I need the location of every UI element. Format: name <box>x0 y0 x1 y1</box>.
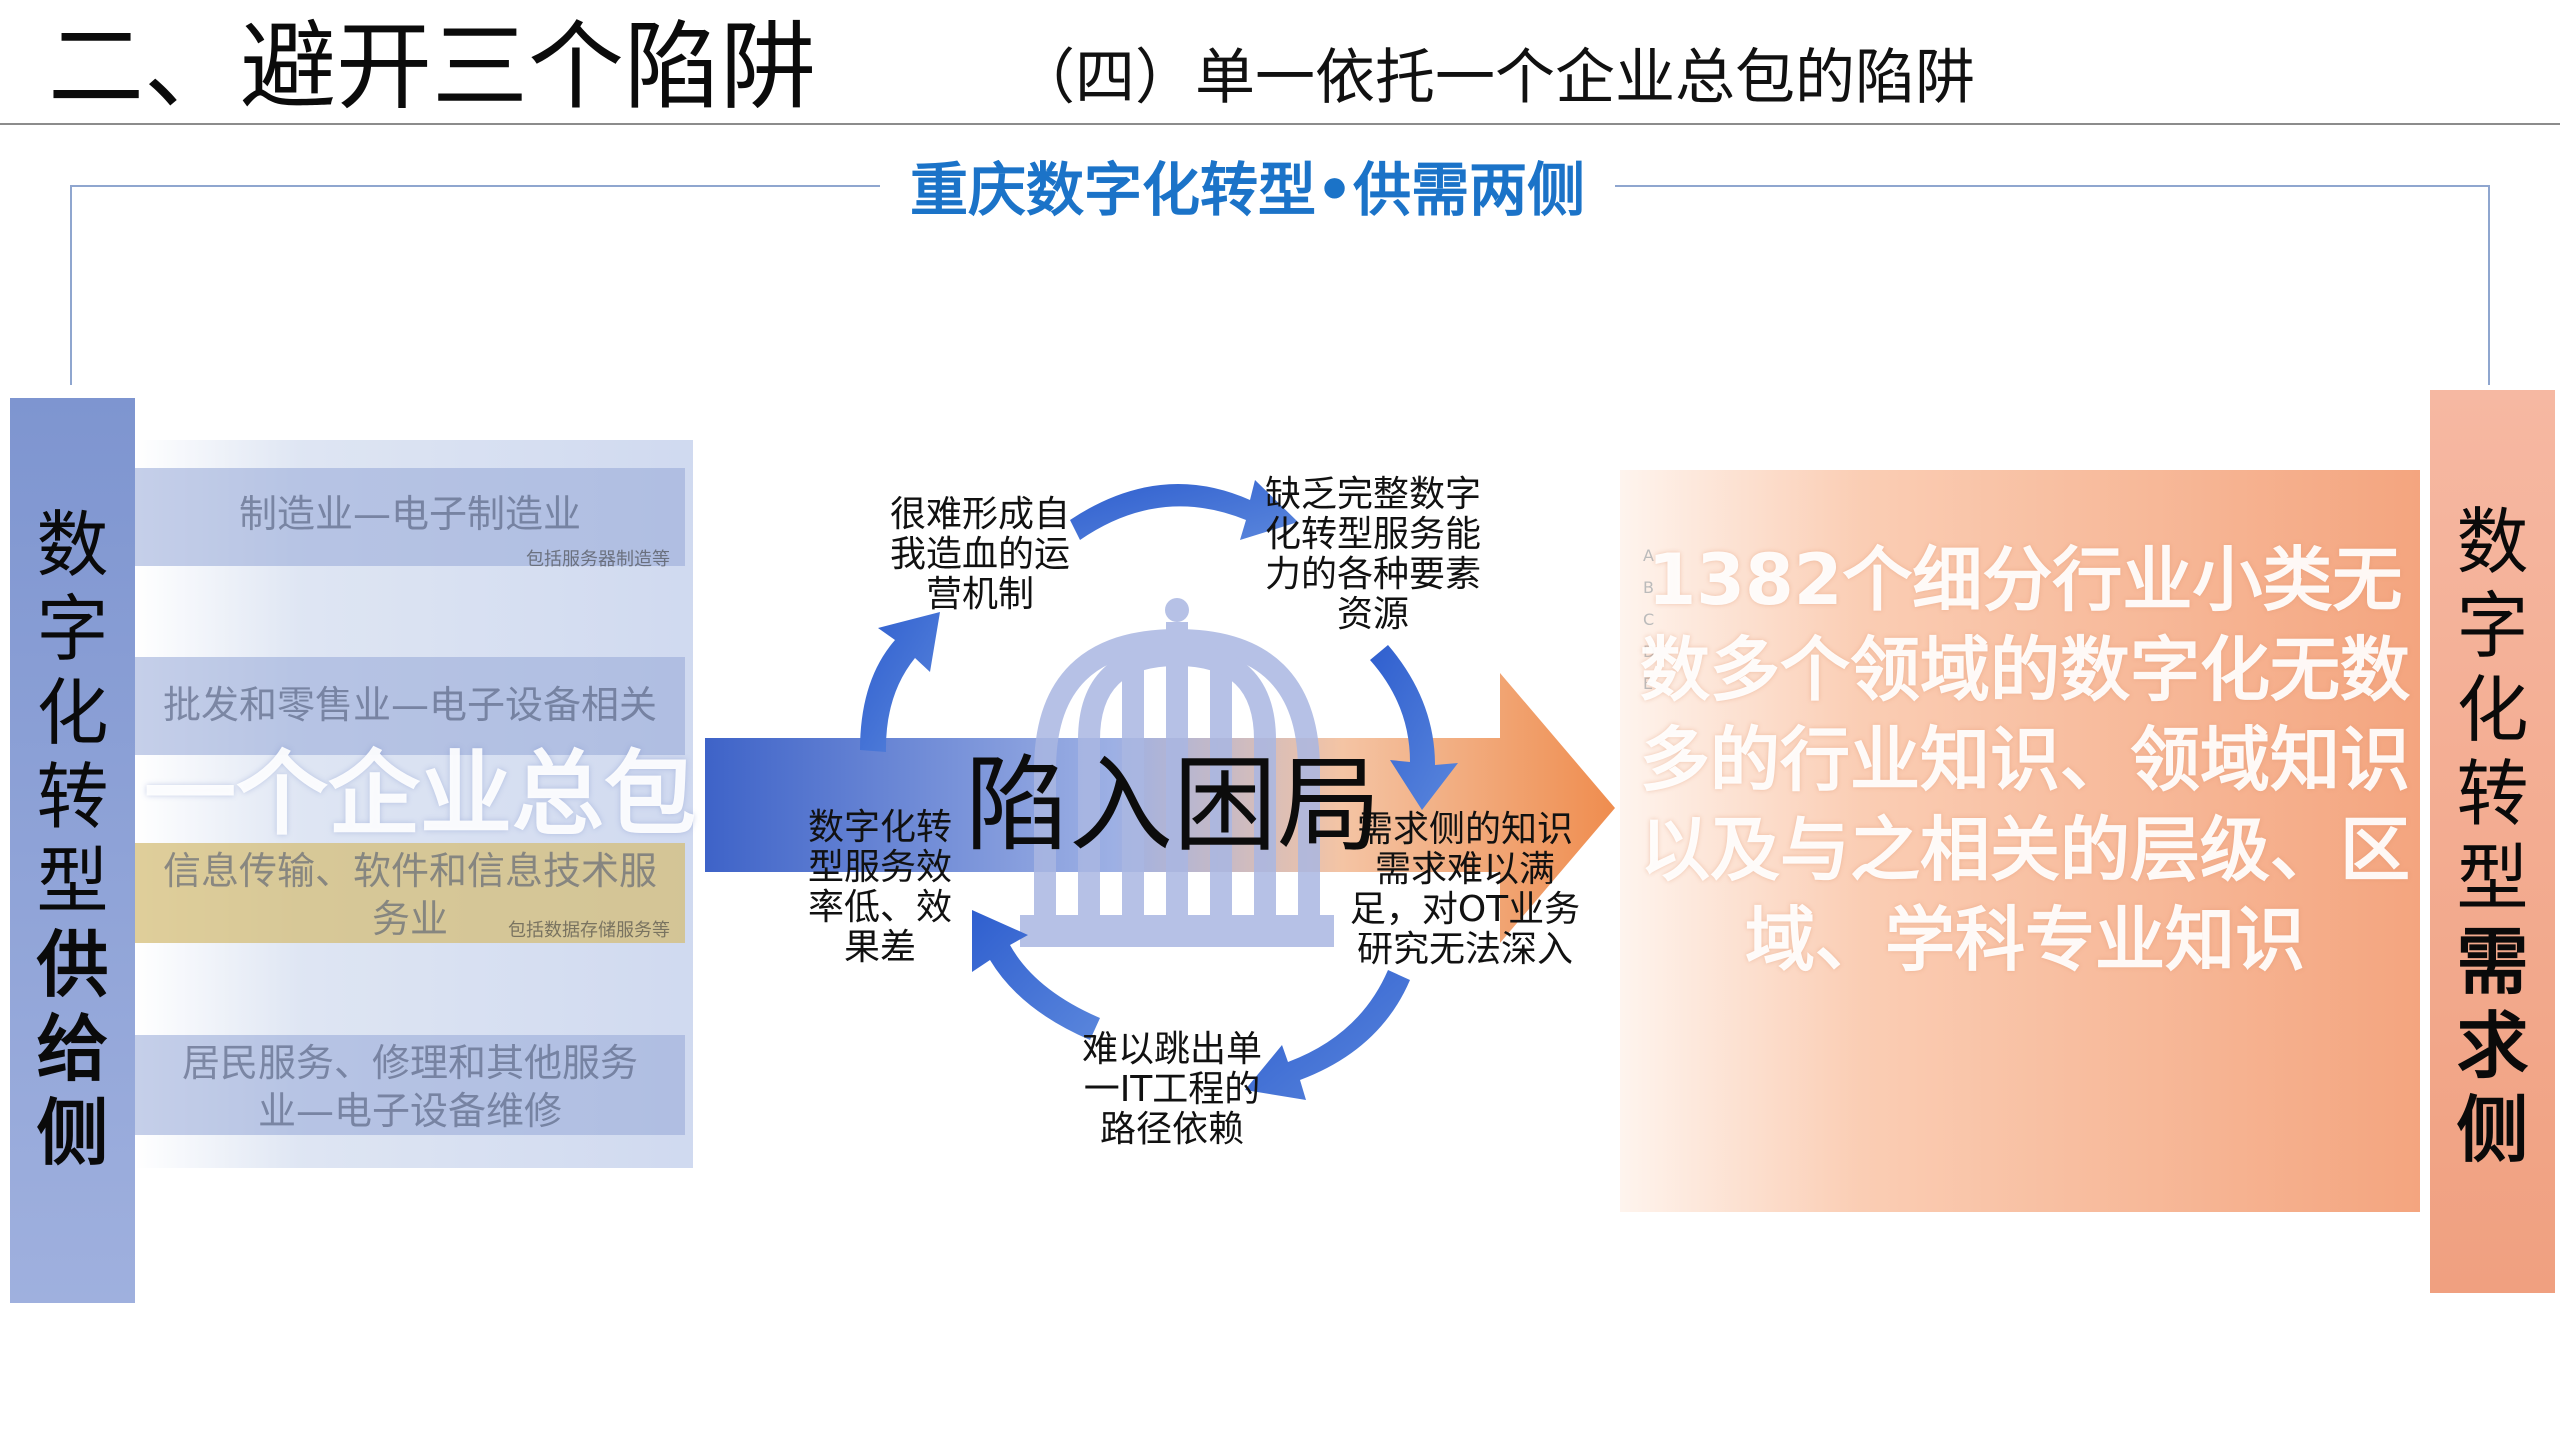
section-title: 重庆数字化转型•供需两侧 <box>880 150 1616 230</box>
cycle-arrow-left <box>860 612 940 752</box>
cycle-item: 需求侧的知识需求难以满足，对OT业务研究无法深入 <box>1349 809 1581 970</box>
cycle-item: 难以跳出单一IT工程的路径依赖 <box>1081 1029 1262 1150</box>
flow-arrow <box>705 673 1615 943</box>
industry-name: 居民服务、修理和其他服务业—电子设备维修 <box>181 1041 638 1133</box>
single-contractor-overlay: 一个企业总包 <box>143 741 696 848</box>
title-divider <box>0 123 2560 125</box>
supply-side-label: 数 字 化 转 型 供 给 侧 <box>10 398 135 1303</box>
cycle-arrows <box>860 480 1458 1100</box>
ghost-letter: C <box>1643 610 1655 629</box>
page-subtitle: （四）单一依托一个企业总包的陷阱 <box>1015 43 1975 113</box>
supply-label-char: 数 <box>36 503 109 587</box>
ghost-letter: A <box>1643 546 1654 565</box>
industry-name: 信息传输、软件和信息技术服务业 <box>162 849 657 941</box>
industry-note: 包括服务器制造等 <box>526 549 670 570</box>
demand-label-char: 字 <box>2456 584 2529 668</box>
demand-knowledge-text: 1382个细分行业小类无数多个领域的数字化无数多的行业知识、领域知识以及与之相关… <box>1640 539 2410 981</box>
supply-industry-row: 制造业—电子制造业 包括服务器制造等 <box>135 468 685 570</box>
ghost-letter: B <box>1643 578 1654 597</box>
cycle-arrow-bottom-left <box>972 910 1100 1040</box>
trap-cycle-graphic <box>705 480 1615 1100</box>
supply-label-char: 字 <box>36 587 109 671</box>
supply-industry-row: 批发和零售业—电子设备相关 <box>135 657 685 755</box>
supply-industry-row: 信息传输、软件和信息技术服务业 包括数据存储服务等 <box>135 843 685 943</box>
demand-label-char: 转 <box>2456 752 2529 836</box>
demand-label-char: 求 <box>2456 1004 2529 1088</box>
cycle-arrow-right <box>1370 645 1458 810</box>
cycle-item: 缺乏完整数字化转型服务能力的各种要素资源 <box>1264 474 1481 635</box>
demand-label-char: 型 <box>2456 836 2529 920</box>
supply-label-char: 化 <box>36 671 109 755</box>
cycle-arrow-bottom-right <box>1245 970 1410 1100</box>
ghost-letters: A B C D E <box>1643 540 1655 700</box>
industry-note: 包括数据存储服务等 <box>508 920 670 941</box>
supply-label-char: 侧 <box>36 1091 109 1175</box>
demand-side-label: 数 字 化 转 型 需 求 侧 <box>2430 390 2555 1293</box>
ghost-letter: E <box>1643 674 1654 693</box>
cycle-item: 很难形成自我造血的运营机制 <box>889 494 1070 615</box>
supply-industry-row: 居民服务、修理和其他服务业—电子设备维修 <box>135 1035 685 1135</box>
supply-label-char: 转 <box>36 755 109 839</box>
cage-icon <box>1020 598 1334 947</box>
demand-label-char: 数 <box>2456 500 2529 584</box>
page-title: 二、避开三个陷阱 <box>48 11 816 123</box>
industry-name: 制造业—电子制造业 <box>238 492 581 536</box>
demand-label-char: 侧 <box>2456 1088 2529 1172</box>
supply-label-char: 给 <box>36 1007 109 1091</box>
ghost-letter: D <box>1643 642 1656 661</box>
cycle-arrow-top <box>1070 480 1298 540</box>
supply-label-char: 供 <box>36 923 109 1007</box>
supply-label-char: 型 <box>36 839 109 923</box>
demand-knowledge-panel <box>1620 470 2420 1212</box>
industry-name: 批发和零售业—电子设备相关 <box>162 683 657 727</box>
demand-label-char: 化 <box>2456 668 2529 752</box>
cycle-item: 数字化转型服务效率低、效果差 <box>807 807 952 968</box>
demand-label-char: 需 <box>2456 920 2529 1004</box>
trap-center-label: 陷入困局 <box>965 744 1382 866</box>
